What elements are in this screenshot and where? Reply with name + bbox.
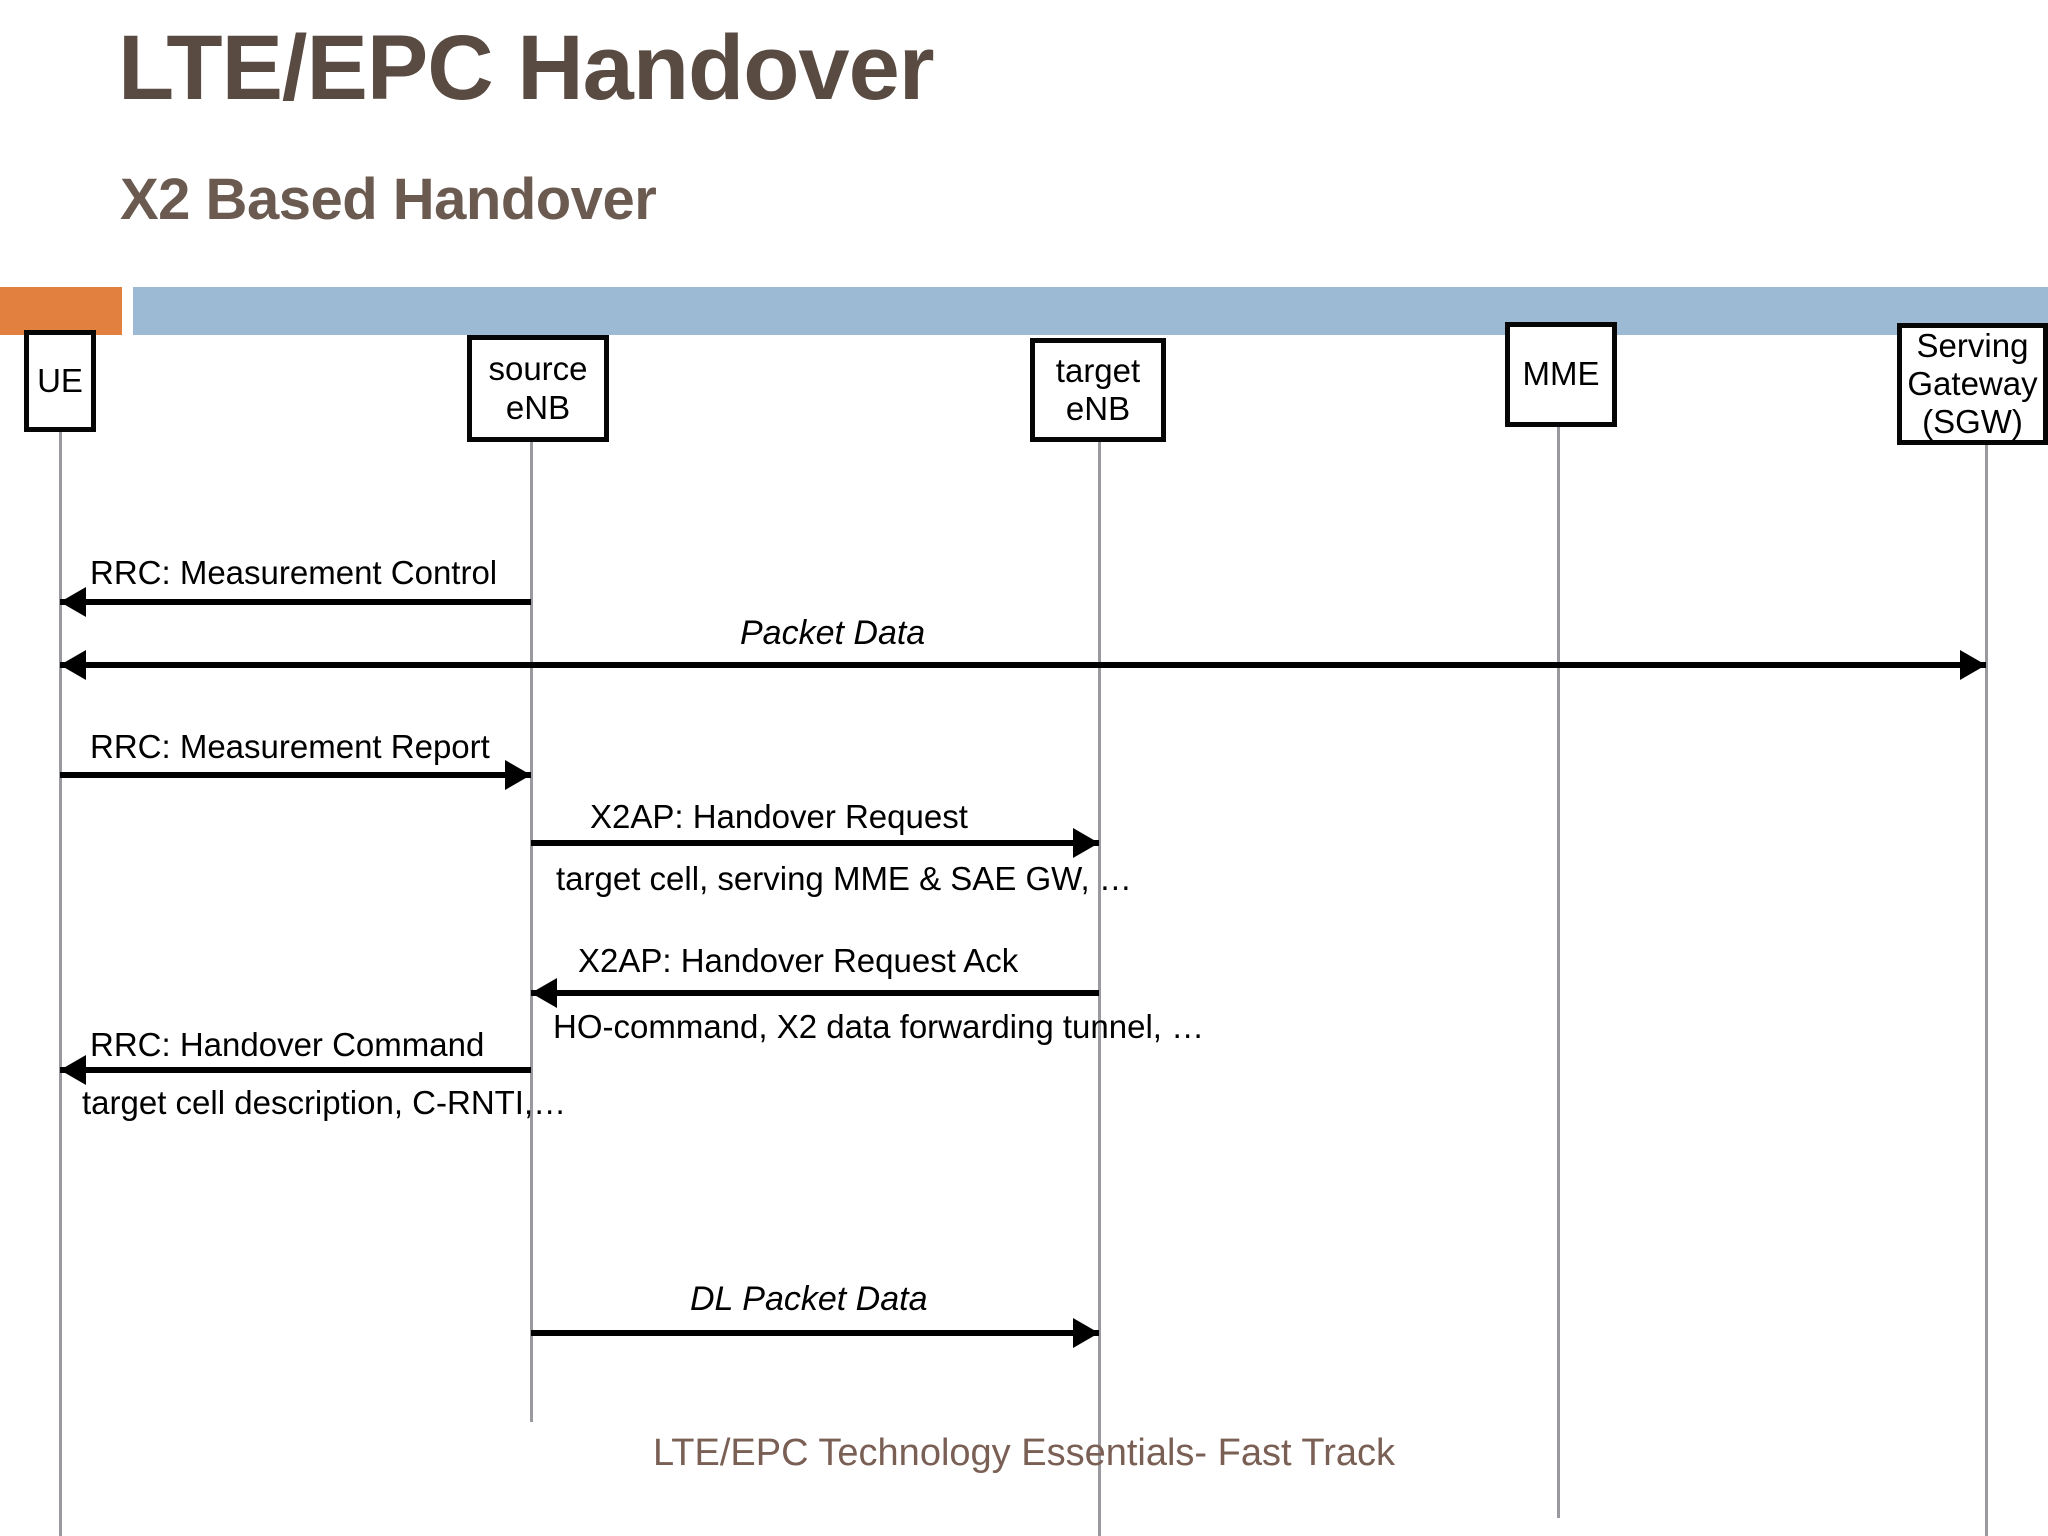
message-label: Packet Data xyxy=(740,614,926,652)
message-label: RRC: Measurement Report xyxy=(90,728,490,765)
arrow-line xyxy=(60,1067,531,1073)
arrow-head-left xyxy=(60,650,86,680)
participant-label: (SGW) xyxy=(1922,403,2023,441)
arrow-line xyxy=(531,840,1099,846)
arrow-head-left xyxy=(60,587,86,617)
lifeline-target-enb xyxy=(1098,442,1101,1536)
arrow-line xyxy=(531,990,1099,996)
arrow-line xyxy=(60,599,531,605)
participant-label: Gateway xyxy=(1907,364,2038,402)
participant-label: eNB xyxy=(1065,390,1131,427)
participant-label: eNB xyxy=(505,388,571,426)
slide-footer: LTE/EPC Technology Essentials- Fast Trac… xyxy=(652,1432,1395,1474)
arrow-line xyxy=(60,772,531,778)
arrow-line xyxy=(60,662,1986,668)
page-subtitle: X2 Based Handover xyxy=(120,167,657,232)
accent-bar-orange xyxy=(0,287,122,335)
arrow-head-right xyxy=(1073,828,1099,858)
arrow-head-right xyxy=(1960,650,1986,680)
lifeline-source-enb xyxy=(530,442,533,1422)
lifeline-ue xyxy=(59,432,62,1536)
participant-label: UE xyxy=(37,361,83,399)
arrow-head-right xyxy=(1073,1318,1099,1348)
participant-box-ue[interactable]: UE xyxy=(24,330,96,432)
message-sublabel: target cell, serving MME & SAE GW, … xyxy=(556,860,1132,897)
message-label: RRC: Measurement Control xyxy=(90,554,498,591)
participant-label: Serving xyxy=(1916,326,2029,364)
lifeline-mme xyxy=(1557,427,1560,1518)
message-sublabel: target cell description, C-RNTI,… xyxy=(82,1084,567,1121)
message-sublabel: HO-command, X2 data forwarding tunnel, … xyxy=(553,1008,1205,1045)
arrow-head-right xyxy=(505,760,531,790)
message-label: DL Packet Data xyxy=(690,1280,928,1318)
lifeline-sgw xyxy=(1985,445,1988,1536)
accent-bar-blue xyxy=(133,287,2048,335)
message-label: X2AP: Handover Request Ack xyxy=(578,942,1019,979)
participant-box-mme[interactable]: MME xyxy=(1505,322,1617,427)
arrow-head-left xyxy=(531,978,557,1008)
page-title: LTE/EPC Handover xyxy=(118,17,935,119)
message-label: X2AP: Handover Request xyxy=(590,798,968,835)
participant-label: MME xyxy=(1522,355,1600,393)
message-label: RRC: Handover Command xyxy=(90,1026,485,1063)
arrow-head-left xyxy=(60,1055,86,1085)
arrow-line xyxy=(531,1330,1099,1336)
participant-label: source xyxy=(488,350,588,388)
participant-label: target xyxy=(1055,351,1141,389)
